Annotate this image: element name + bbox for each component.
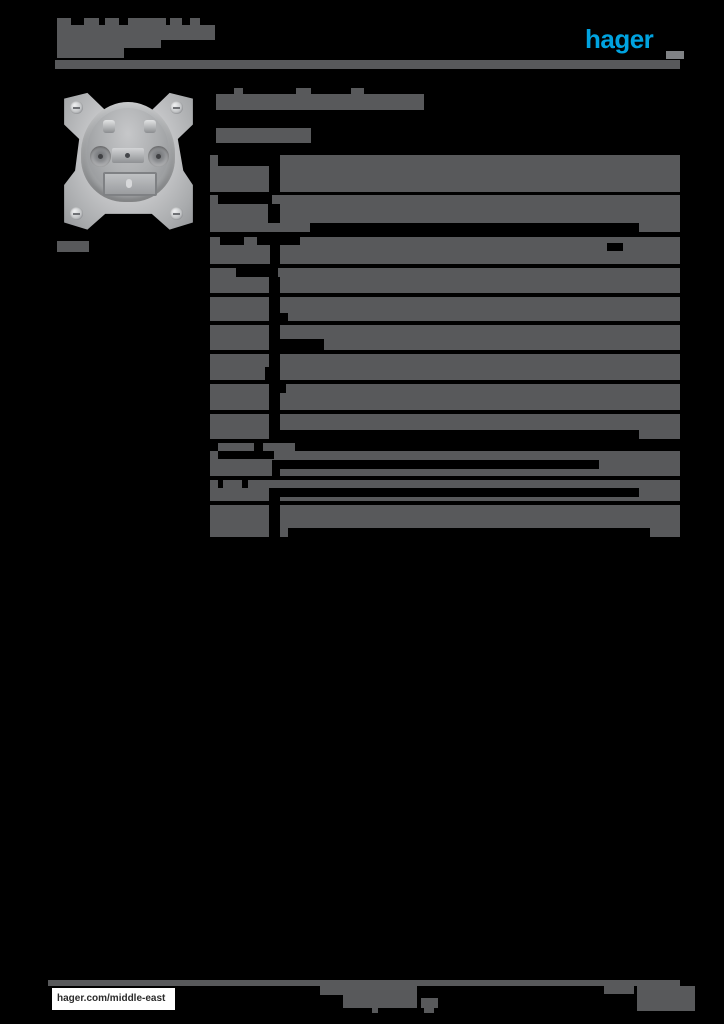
- footer-right-redaction-2: [637, 986, 695, 994]
- title-redaction-6: [190, 18, 200, 25]
- row-fill: [210, 354, 680, 380]
- row-knockout: [280, 460, 599, 469]
- footer-center-redaction-4: [372, 1008, 378, 1013]
- heading-redaction-main: [216, 94, 424, 110]
- row-knockout: [280, 313, 288, 321]
- footer-right-redaction-1: [604, 986, 634, 994]
- row-knockout: [280, 488, 639, 497]
- row-knockout: [218, 195, 272, 204]
- title-redaction-2: [84, 18, 99, 25]
- row-knockout: [268, 204, 280, 223]
- heading-redaction-3: [351, 88, 364, 94]
- row-knockout: [269, 414, 280, 439]
- row-knockout: [218, 451, 274, 459]
- mounting-screw-bottom-right: [170, 207, 183, 220]
- product-image: [56, 88, 201, 236]
- row-fill: [210, 384, 680, 410]
- mounting-screw-top-right: [170, 101, 183, 114]
- subheading-redaction: [216, 128, 311, 143]
- row-knockout: [280, 430, 639, 439]
- bottom-mounting-clip: [103, 172, 157, 196]
- title-redaction-5: [170, 18, 182, 25]
- row-knockout: [607, 243, 623, 251]
- terminal-screw-left: [103, 120, 115, 133]
- row-knockout: [272, 460, 280, 476]
- heading-redaction-1: [234, 88, 243, 94]
- header-divider: [55, 60, 680, 69]
- hager-logo-text: hager: [585, 24, 654, 54]
- row-knockout: [280, 384, 286, 393]
- footer-divider: [48, 980, 680, 986]
- row-knockout: [269, 325, 280, 350]
- mounting-screw-top-left: [70, 101, 83, 114]
- title-redaction-3: [105, 18, 119, 25]
- row-knockout: [288, 528, 650, 537]
- row-knockout: [269, 505, 280, 537]
- group-label-redaction-1: [218, 443, 254, 451]
- footer-center-redaction-1: [320, 986, 417, 995]
- row-knockout: [265, 367, 280, 380]
- row-knockout: [269, 297, 280, 321]
- title-redaction-1: [57, 18, 71, 25]
- footer-center-redaction-3: [421, 998, 438, 1008]
- row-knockout: [269, 277, 280, 293]
- product-reference-caption: [57, 241, 89, 252]
- row-knockout: [218, 155, 280, 166]
- coax-port-right: [148, 146, 169, 167]
- page-footer: hager.com/middle-east: [48, 986, 695, 1013]
- row-fill: [210, 268, 680, 293]
- row-knockout: [257, 237, 300, 245]
- row-knockout: [220, 237, 244, 245]
- footer-right-redaction-3: [637, 994, 695, 1011]
- row-knockout: [270, 245, 280, 264]
- subtitle-redaction-2: [124, 40, 161, 48]
- center-contact-bar: [112, 148, 144, 163]
- row-knockout: [236, 268, 278, 277]
- row-knockout: [218, 480, 223, 488]
- footer-url-link[interactable]: hager.com/middle-east: [52, 988, 175, 1010]
- title-redaction-4: [128, 18, 166, 25]
- footer-center-redaction-2: [343, 995, 417, 1008]
- footer-center-redaction-5: [424, 1008, 434, 1013]
- row-fill: [210, 155, 680, 192]
- title-redaction-7: [57, 25, 215, 40]
- row-fill: [210, 297, 680, 321]
- row-knockout: [269, 384, 280, 410]
- row-knockout: [310, 223, 639, 232]
- row-knockout: [269, 166, 280, 192]
- row-knockout: [280, 339, 324, 350]
- coax-port-left: [90, 146, 111, 167]
- hager-logo: hager: [585, 24, 675, 54]
- subtitle-redaction-1: [57, 40, 124, 58]
- group-label-redaction-2: [263, 443, 295, 451]
- header-page-mark: [666, 51, 684, 59]
- row-knockout: [242, 480, 248, 488]
- mounting-screw-bottom-left: [70, 207, 83, 220]
- terminal-screw-right: [144, 120, 156, 133]
- row-knockout: [269, 488, 280, 501]
- heading-redaction-2: [296, 88, 311, 94]
